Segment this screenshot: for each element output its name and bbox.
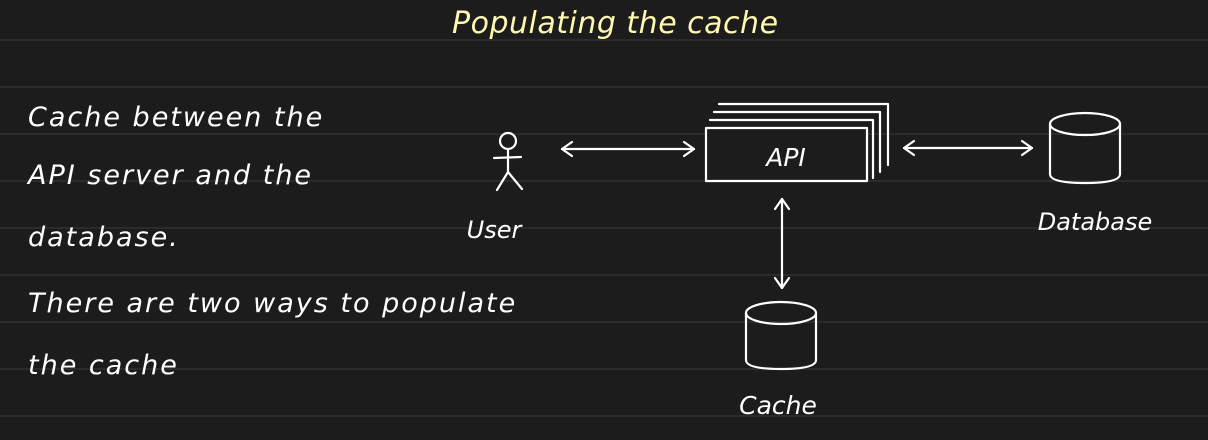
user-api-arrow bbox=[560, 140, 696, 158]
api-database-arrow bbox=[902, 139, 1034, 157]
cache-icon bbox=[744, 300, 818, 371]
note-line-4: There are two ways to populate bbox=[28, 288, 518, 319]
note-line-5: the cache bbox=[28, 350, 179, 381]
api-label: API bbox=[764, 143, 806, 172]
cache-label: Cache bbox=[739, 391, 817, 420]
user-icon bbox=[492, 131, 524, 192]
note-line-2: API server and the bbox=[28, 160, 314, 191]
user-label: User bbox=[467, 216, 524, 244]
database-label: Database bbox=[1038, 208, 1153, 236]
note-line-3: database. bbox=[28, 222, 180, 253]
api-cache-arrow bbox=[773, 197, 791, 290]
page-title: Populating the cache bbox=[452, 6, 779, 41]
database-icon bbox=[1048, 111, 1122, 185]
api-server-icon bbox=[704, 102, 890, 183]
note-line-1: Cache between the bbox=[28, 102, 325, 133]
